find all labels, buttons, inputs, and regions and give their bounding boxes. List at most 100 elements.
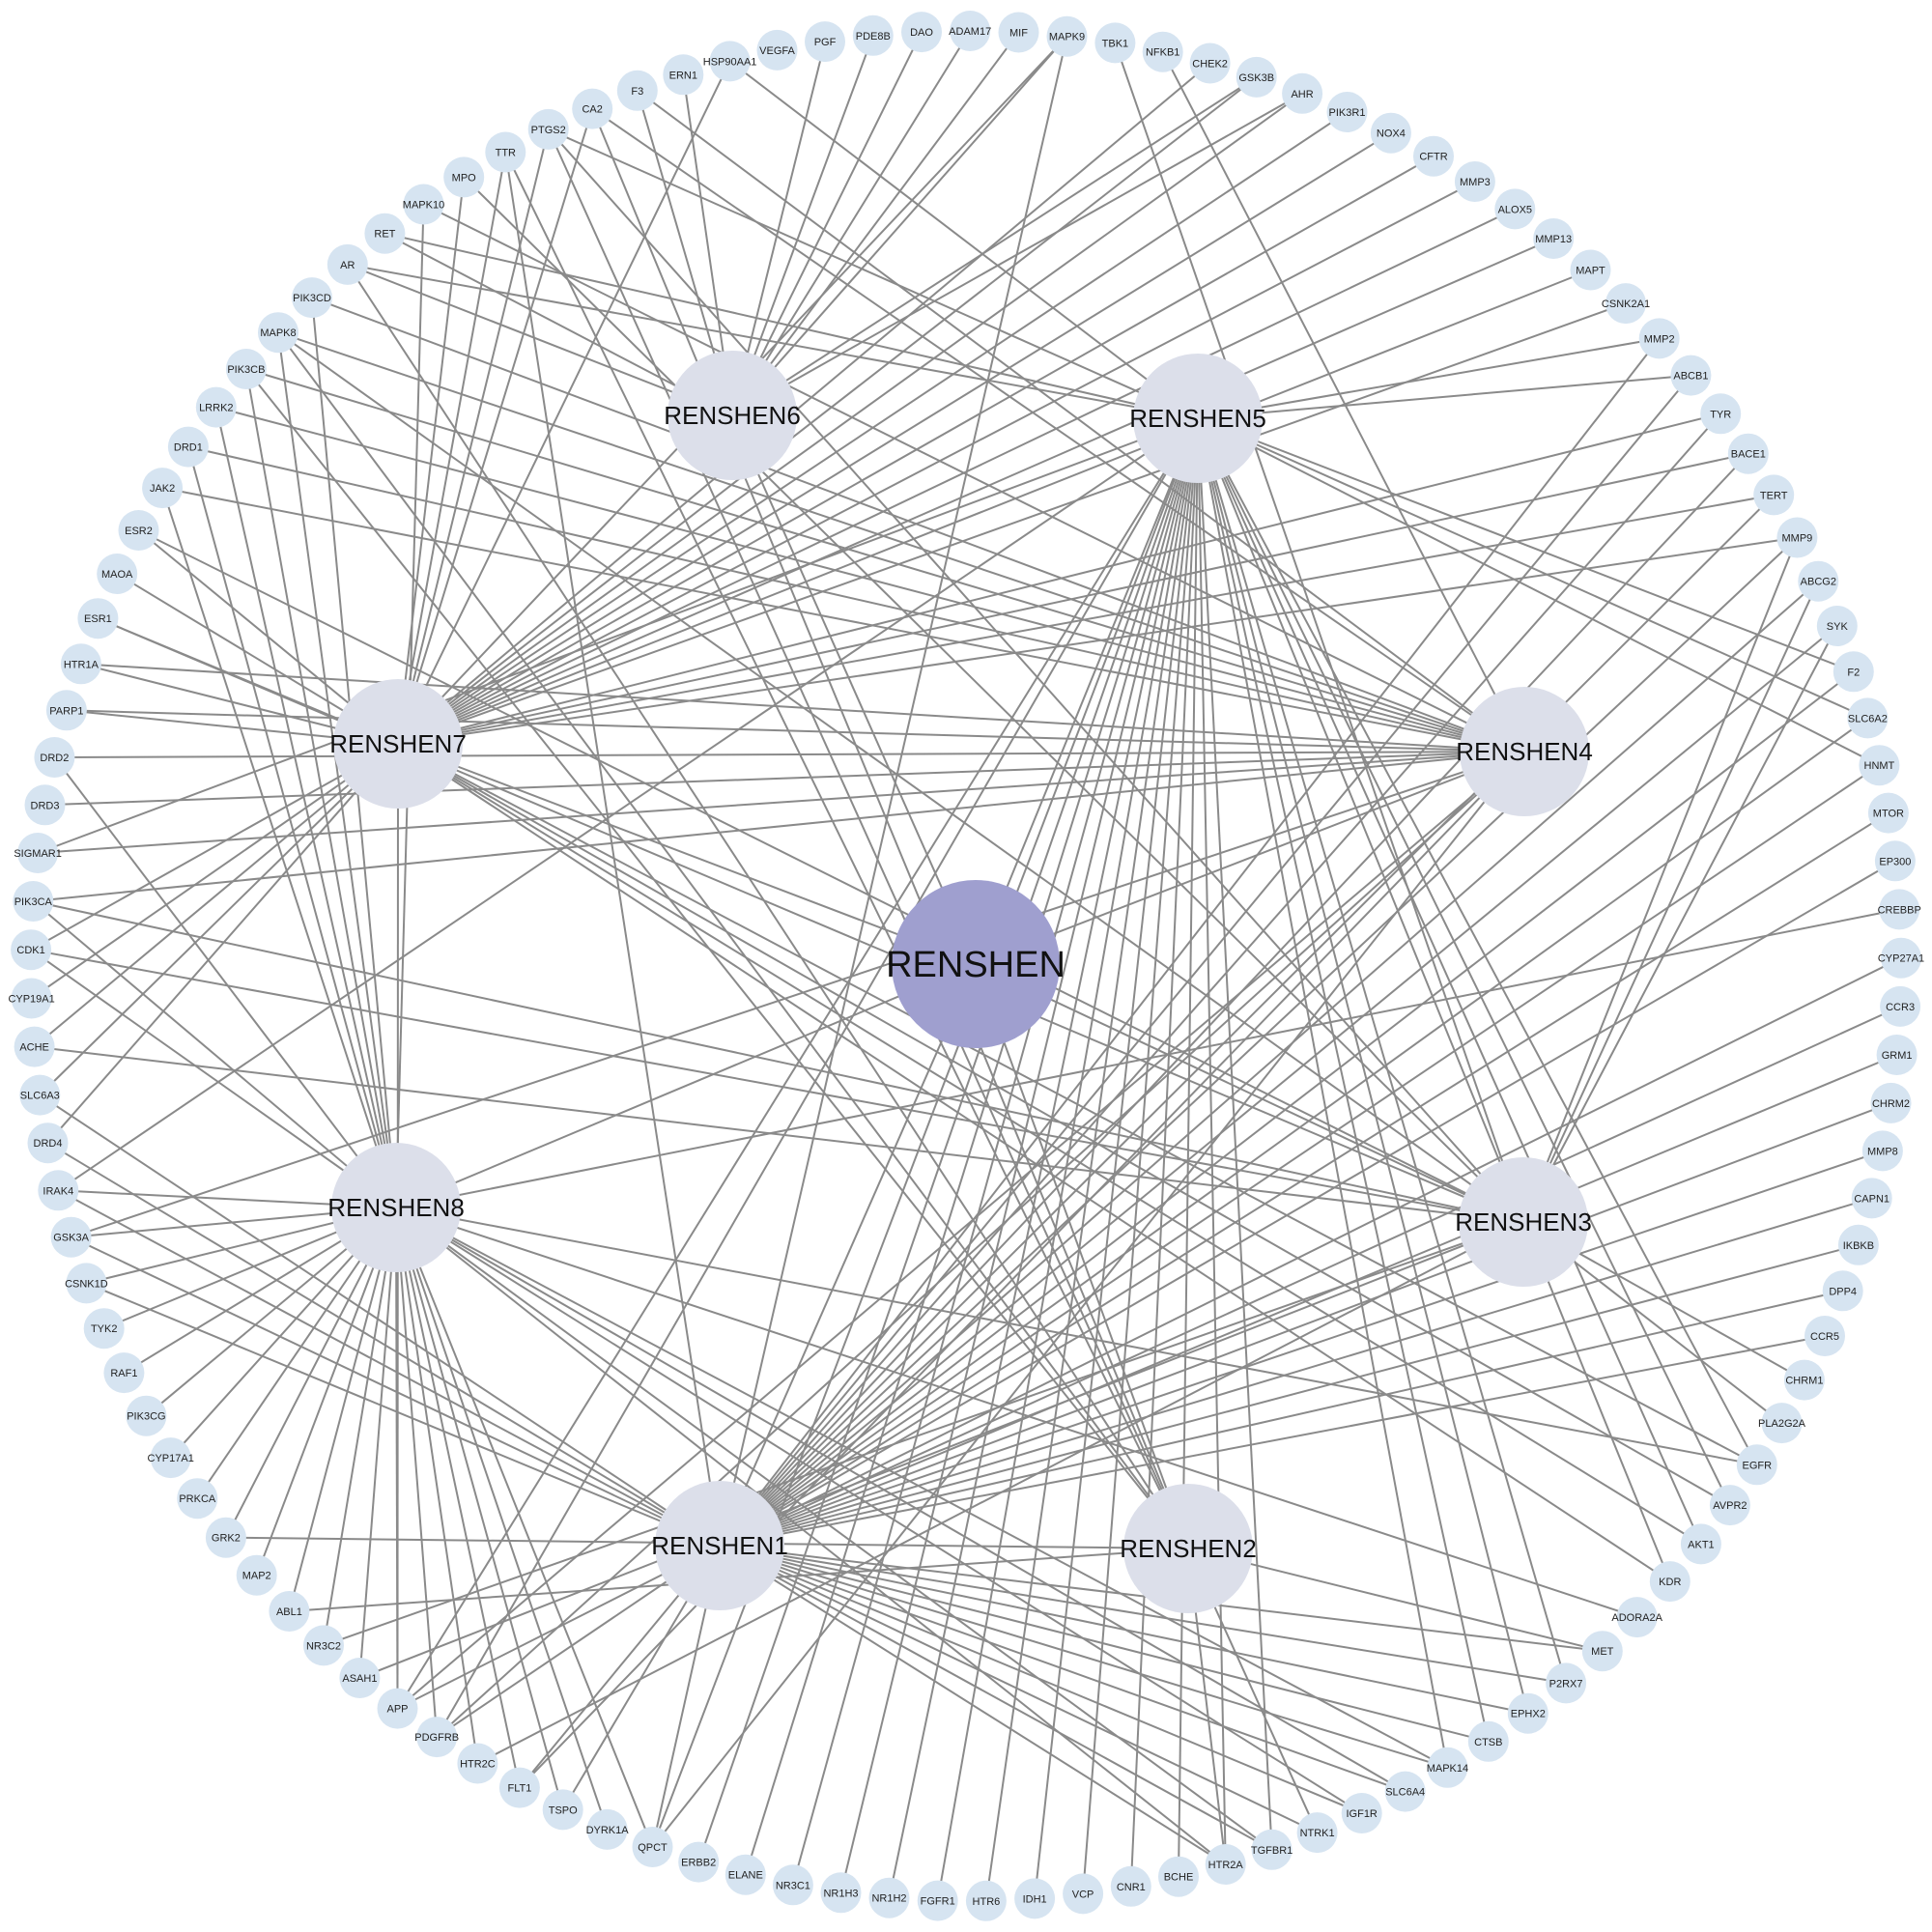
target-node-ccr3[interactable]: CCR3 [1880, 985, 1921, 1027]
target-node-hnmt[interactable]: HNMT [1859, 745, 1900, 786]
target-node-pik3cd[interactable]: PIK3CD [292, 277, 332, 319]
target-node-maoa[interactable]: MAOA [97, 554, 138, 594]
target-node-mmp13[interactable]: MMP13 [1533, 218, 1575, 259]
target-node-capn1[interactable]: CAPN1 [1851, 1178, 1892, 1219]
target-node-htr1a[interactable]: HTR1A [60, 643, 101, 685]
target-node-parp1[interactable]: PARP1 [45, 690, 87, 731]
target-node-bace1[interactable]: BACE1 [1727, 433, 1769, 474]
target-node-akt1[interactable]: AKT1 [1680, 1523, 1721, 1565]
target-node-mapk8[interactable]: MAPK8 [258, 312, 298, 354]
target-node-dao[interactable]: DAO [901, 12, 942, 53]
target-node-elane[interactable]: ELANE [724, 1854, 766, 1895]
target-node-erbb2[interactable]: ERBB2 [678, 1841, 720, 1883]
target-node-tbk1[interactable]: TBK1 [1094, 22, 1136, 64]
target-node-f2[interactable]: F2 [1833, 651, 1874, 693]
target-node-nfkb1[interactable]: NFKB1 [1142, 31, 1183, 72]
target-node-esr2[interactable]: ESR2 [118, 510, 159, 551]
target-node-idh1[interactable]: IDH1 [1014, 1878, 1056, 1919]
target-node-qpct[interactable]: QPCT [632, 1827, 673, 1867]
target-node-mapk14[interactable]: MAPK14 [1427, 1747, 1468, 1788]
target-node-chrm2[interactable]: CHRM2 [1870, 1082, 1912, 1123]
target-node-f3[interactable]: F3 [616, 70, 658, 111]
target-node-cftr[interactable]: CFTR [1413, 135, 1454, 177]
target-node-chrm1[interactable]: CHRM1 [1783, 1359, 1825, 1401]
target-node-htr2c[interactable]: HTR2C [457, 1743, 498, 1784]
target-node-mmp2[interactable]: MMP2 [1638, 318, 1680, 359]
target-node-asah1[interactable]: ASAH1 [339, 1658, 381, 1698]
target-node-ephx2[interactable]: EPHX2 [1507, 1692, 1548, 1734]
target-node-mapk10[interactable]: MAPK10 [403, 184, 444, 225]
target-node-nr3c1[interactable]: NR3C1 [772, 1864, 813, 1906]
target-node-htr2a[interactable]: HTR2A [1205, 1844, 1246, 1885]
target-node-app[interactable]: APP [377, 1688, 418, 1729]
target-node-prkca[interactable]: PRKCA [177, 1478, 218, 1520]
target-node-ctsb[interactable]: CTSB [1467, 1720, 1509, 1762]
target-node-mapt[interactable]: MAPT [1570, 249, 1611, 291]
target-node-abcb1[interactable]: ABCB1 [1670, 355, 1712, 396]
target-node-grk2[interactable]: GRK2 [205, 1517, 246, 1558]
target-node-alox5[interactable]: ALOX5 [1494, 188, 1536, 230]
target-node-ret[interactable]: RET [364, 213, 406, 254]
target-node-pdgfrb[interactable]: PDGFRB [414, 1717, 459, 1758]
ingredient-node-renshen3[interactable]: RENSHEN3 [1455, 1157, 1592, 1287]
target-node-ahr[interactable]: AHR [1282, 72, 1323, 114]
target-node-vcp[interactable]: VCP [1063, 1873, 1104, 1915]
target-node-pik3cb[interactable]: PIK3CB [225, 349, 267, 389]
target-node-pla2g2a[interactable]: PLA2G2A [1758, 1403, 1806, 1444]
target-node-gsk3a[interactable]: GSK3A [50, 1216, 92, 1258]
ingredient-node-renshen5[interactable]: RENSHEN5 [1129, 354, 1266, 483]
target-node-mif[interactable]: MIF [998, 12, 1039, 53]
target-node-kdr[interactable]: KDR [1649, 1561, 1690, 1603]
target-node-ccr5[interactable]: CCR5 [1804, 1316, 1845, 1356]
target-node-cnr1[interactable]: CNR1 [1110, 1865, 1151, 1907]
target-node-tyr[interactable]: TYR [1700, 393, 1742, 435]
target-node-raf1[interactable]: RAF1 [103, 1352, 145, 1394]
target-node-sigmar1[interactable]: SIGMAR1 [14, 833, 62, 873]
target-node-dpp4[interactable]: DPP4 [1822, 1270, 1863, 1312]
target-node-chek2[interactable]: CHEK2 [1189, 43, 1231, 84]
target-node-ikbkb[interactable]: IKBKB [1837, 1224, 1879, 1265]
target-node-ca2[interactable]: CA2 [572, 88, 613, 129]
target-node-tert[interactable]: TERT [1753, 474, 1795, 516]
target-node-dyrk1a[interactable]: DYRK1A [586, 1808, 630, 1850]
target-node-jak2[interactable]: JAK2 [142, 468, 184, 509]
target-node-abcg2[interactable]: ABCG2 [1798, 560, 1839, 602]
target-node-tgfbr1[interactable]: TGFBR1 [1251, 1829, 1293, 1870]
target-node-grm1[interactable]: GRM1 [1876, 1035, 1918, 1075]
target-node-adam17[interactable]: ADAM17 [949, 11, 991, 51]
target-node-ttr[interactable]: TTR [485, 131, 526, 173]
target-node-htr6[interactable]: HTR6 [965, 1880, 1007, 1921]
target-node-ar[interactable]: AR [327, 243, 368, 285]
target-node-ntrk1[interactable]: NTRK1 [1296, 1812, 1338, 1854]
target-node-nox4[interactable]: NOX4 [1370, 112, 1411, 154]
target-node-vegfa[interactable]: VEGFA [756, 29, 798, 71]
target-node-mapk9[interactable]: MAPK9 [1046, 15, 1088, 57]
target-node-cyp27a1[interactable]: CYP27A1 [1878, 937, 1924, 979]
target-node-bche[interactable]: BCHE [1158, 1856, 1199, 1897]
target-node-ache[interactable]: ACHE [14, 1026, 55, 1067]
target-node-drd1[interactable]: DRD1 [167, 426, 209, 468]
target-node-hsp90aa1[interactable]: HSP90AA1 [703, 41, 757, 82]
target-node-slc6a4[interactable]: SLC6A4 [1384, 1771, 1426, 1812]
target-node-pik3ca[interactable]: PIK3CA [13, 881, 54, 922]
ingredient-node-renshen1[interactable]: RENSHEN1 [651, 1481, 788, 1610]
target-node-gsk3b[interactable]: GSK3B [1236, 56, 1277, 98]
target-node-map2[interactable]: MAP2 [236, 1554, 277, 1596]
target-node-abl1[interactable]: ABL1 [269, 1591, 310, 1632]
ingredient-node-renshen8[interactable]: RENSHEN8 [327, 1143, 465, 1272]
target-node-slc6a3[interactable]: SLC6A3 [19, 1074, 61, 1116]
target-node-lrrk2[interactable]: LRRK2 [195, 386, 237, 428]
target-node-drd3[interactable]: DRD3 [24, 784, 66, 826]
target-node-cdk1[interactable]: CDK1 [11, 929, 52, 971]
target-node-mmp9[interactable]: MMP9 [1776, 517, 1818, 558]
target-node-drd2[interactable]: DRD2 [34, 737, 75, 778]
target-node-mmp8[interactable]: MMP8 [1861, 1130, 1903, 1172]
target-node-avpr2[interactable]: AVPR2 [1709, 1485, 1750, 1526]
target-node-cyp17a1[interactable]: CYP17A1 [148, 1437, 194, 1479]
target-node-met[interactable]: MET [1581, 1631, 1623, 1672]
ingredient-node-renshen2[interactable]: RENSHEN2 [1120, 1484, 1257, 1613]
target-node-nr1h2[interactable]: NR1H2 [868, 1877, 910, 1918]
target-node-syk[interactable]: SYK [1816, 606, 1858, 646]
target-node-csnk1d[interactable]: CSNK1D [65, 1263, 108, 1304]
target-node-cyp19a1[interactable]: CYP19A1 [8, 978, 55, 1019]
